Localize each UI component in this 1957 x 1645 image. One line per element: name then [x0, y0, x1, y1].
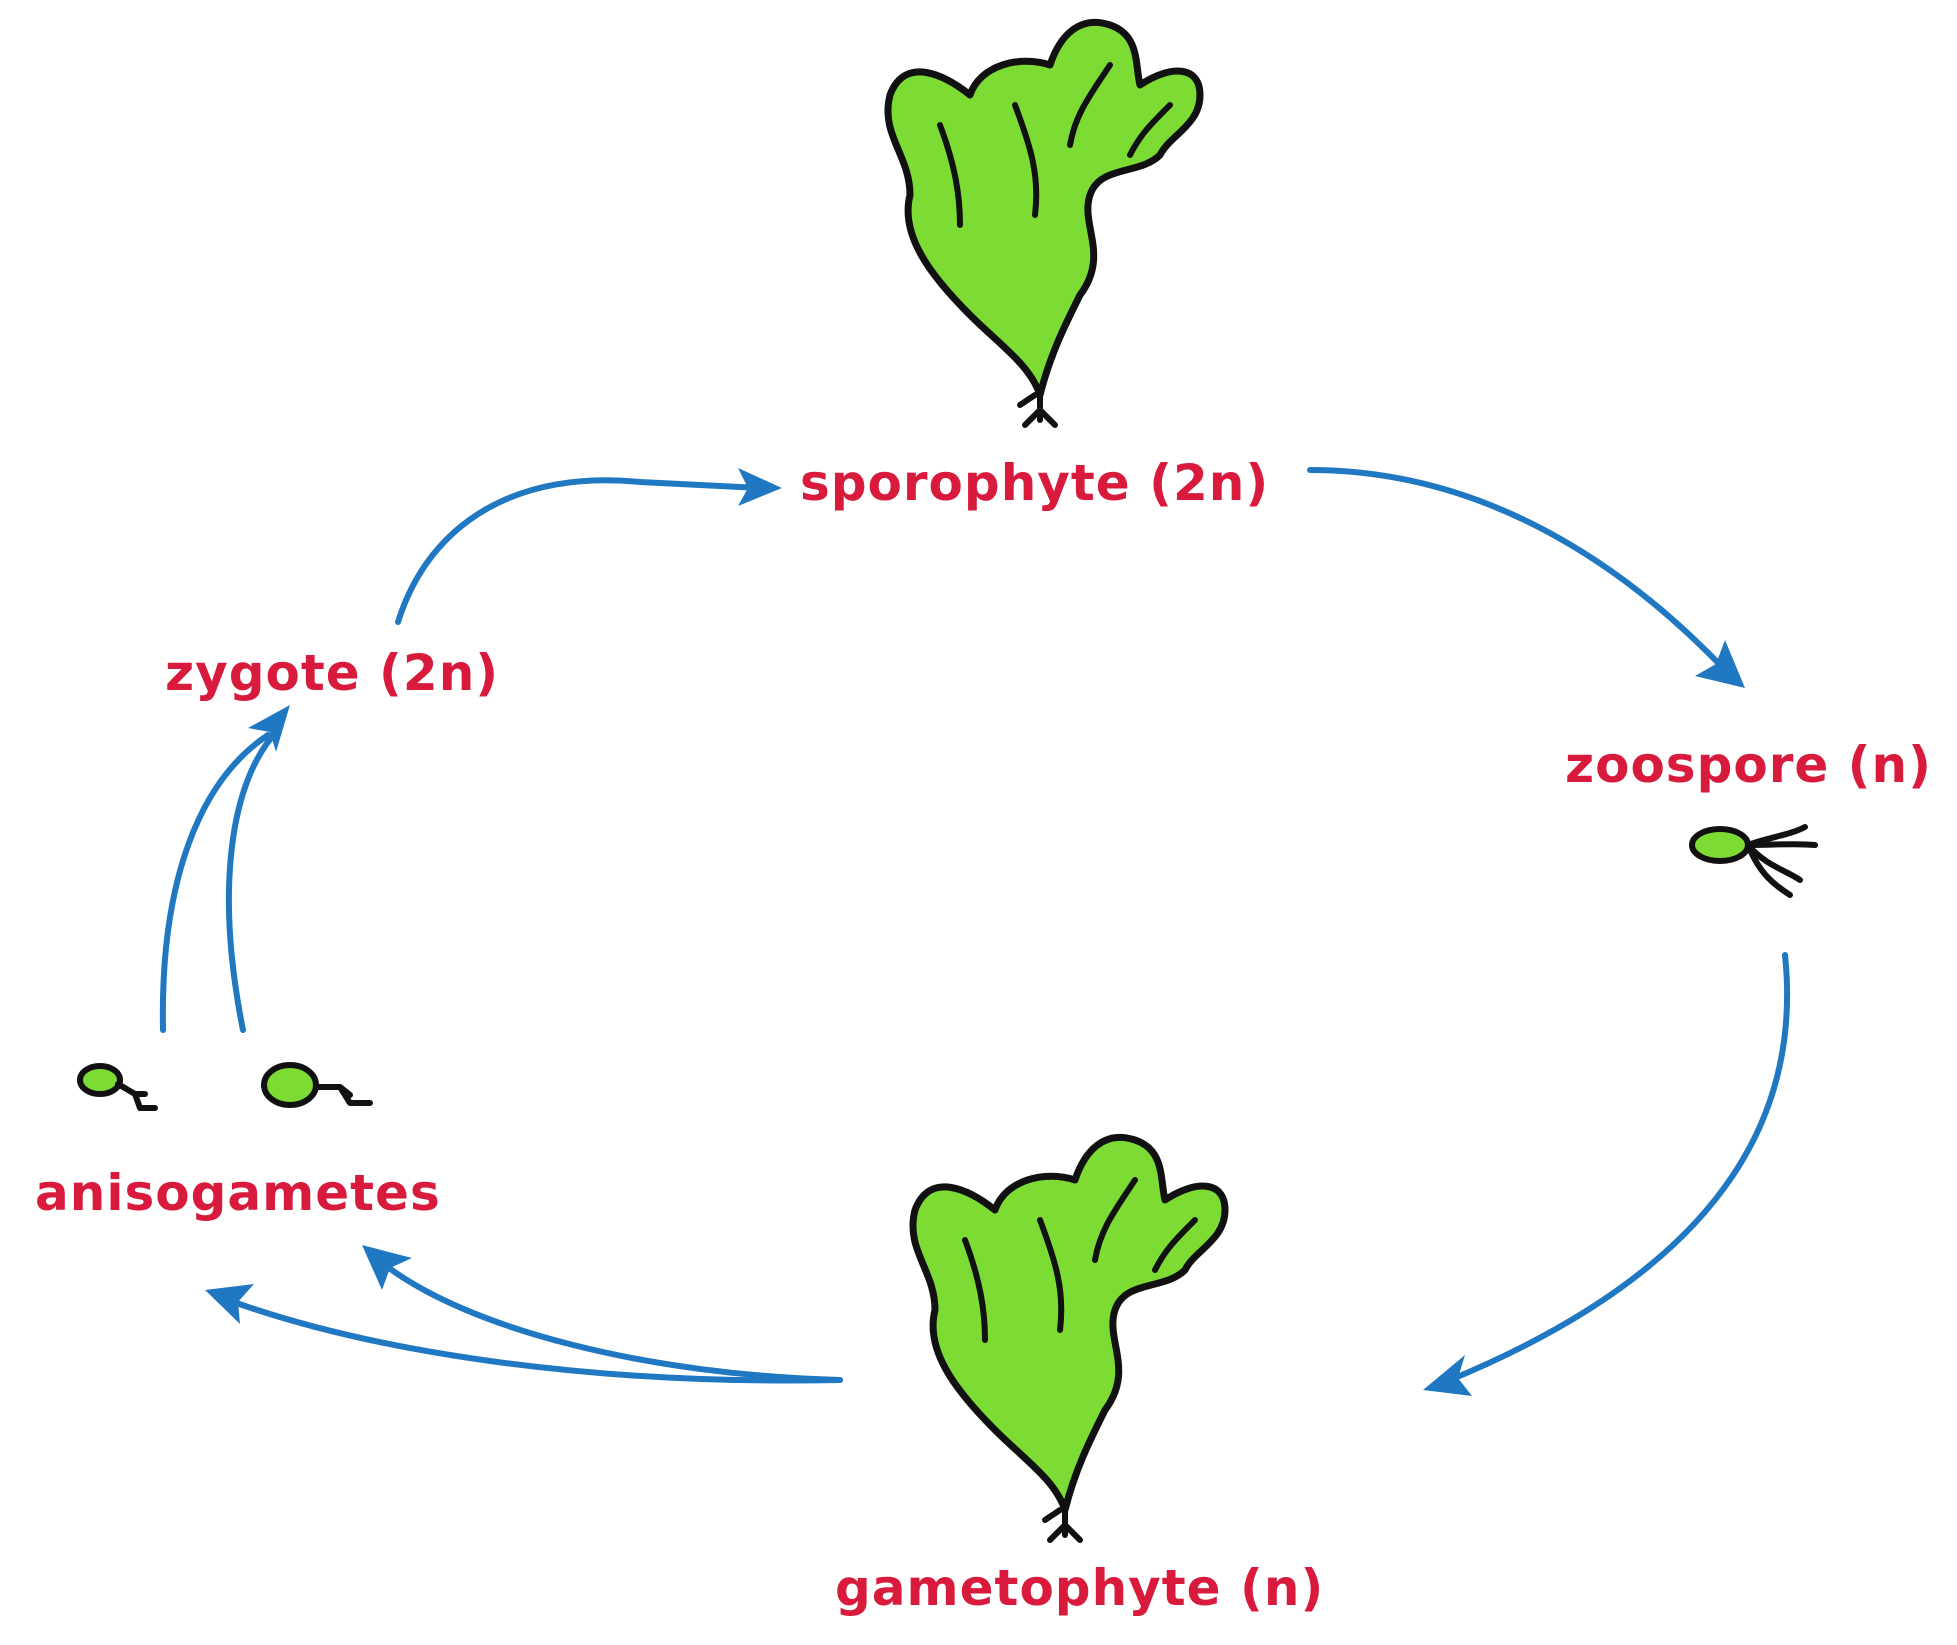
label-zoospore: zoospore (n): [1565, 736, 1932, 794]
gametophyte-thallus-icon: [913, 1137, 1225, 1540]
label-anisogametes: anisogametes: [35, 1164, 441, 1222]
arrowhead-anisogametes-1: [205, 1284, 254, 1324]
arrowhead-sporophyte: [738, 468, 782, 506]
sporophyte-thallus-icon: [888, 22, 1200, 425]
arrow-gametophyte-to-anisogametes-2: [382, 1262, 843, 1383]
arrow-zygote-to-sporophyte: [395, 477, 763, 625]
arrowhead-zoospore: [1695, 640, 1745, 688]
large-gamete-icon: [261, 1062, 373, 1108]
arrowhead-gametophyte: [1423, 1355, 1472, 1396]
arrow-gametophyte-to-anisogametes-1: [225, 1297, 843, 1384]
arrowhead-zygote: [248, 705, 290, 752]
label-gametophyte: gametophyte (n): [835, 1559, 1324, 1617]
small-gamete-icon: [77, 1063, 158, 1111]
arrow-small-gamete-to-zygote: [159, 732, 271, 1033]
label-zygote: zygote (2n): [165, 644, 499, 702]
zoospore-icon: [1689, 824, 1818, 898]
arrow-zoospore-to-gametophyte: [1447, 952, 1791, 1383]
arrow-sporophyte-to-zoospore: [1307, 467, 1728, 673]
label-sporophyte: sporophyte (2n): [800, 454, 1269, 512]
arrowhead-anisogametes-2: [362, 1245, 412, 1290]
arrow-large-gamete-to-zygote: [225, 727, 281, 1033]
